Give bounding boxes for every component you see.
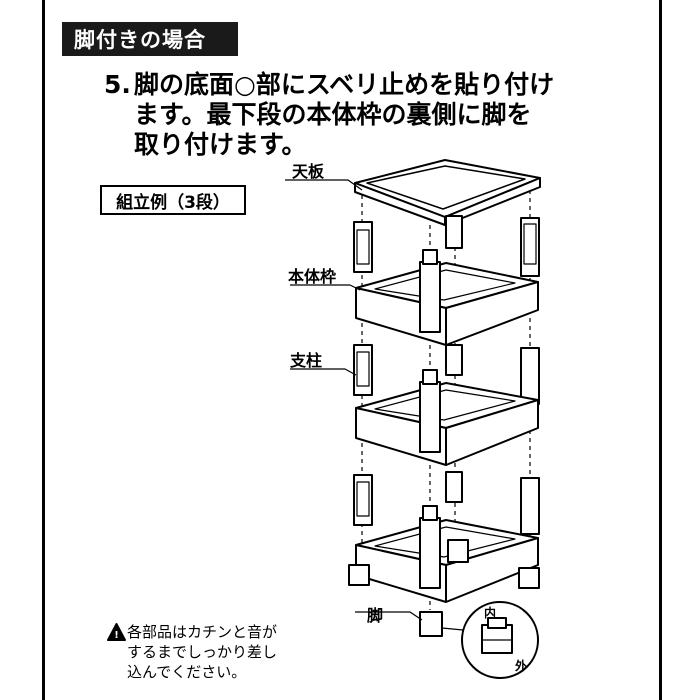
right-border: [659, 0, 662, 700]
label-leg: 脚: [367, 606, 384, 625]
body-frame-1: [355, 249, 539, 346]
left-border: [42, 0, 45, 700]
legs: [348, 564, 540, 637]
pillars-row-2: [353, 344, 540, 405]
top-plate-drawing: [354, 159, 541, 226]
instruction-line-3: 取り付けます。: [134, 130, 307, 159]
instruction-text: 5.脚の底面○部にスベリ止めを貼り付け ます。最下段の本体枠の裏側に脚を 取り付…: [104, 70, 624, 160]
warning-triangle-icon: [107, 623, 126, 641]
label-top-plate: 天板: [292, 162, 325, 181]
note-line-1: 各部品はカチンと音が: [127, 623, 278, 641]
caution-note: 各部品はカチンと音が するまでしっかり差し 込んでください。: [105, 622, 277, 682]
body-frame-2: [355, 369, 539, 466]
section-title: 脚付きの場合: [74, 28, 206, 52]
body-frame-3: [355, 505, 539, 603]
instruction-line-2: ます。最下段の本体枠の裏側に脚を: [134, 100, 532, 129]
svg-text:!: !: [114, 630, 119, 641]
note-line-2: するまでしっかり差し: [127, 643, 278, 661]
leg-detail-zoom: [441, 601, 539, 679]
pillars-row-1: [353, 215, 540, 277]
assembly-example-label: 組立例（3段）: [100, 185, 246, 215]
pillars-row-3: [353, 471, 540, 535]
leader-lines: [285, 179, 423, 621]
instruction-line-1: 5.脚の底面○部にスベリ止めを貼り付け: [104, 70, 624, 100]
section-header: 脚付きの場合: [62, 22, 238, 56]
label-inside: 内: [484, 606, 497, 620]
label-pillar: 支柱: [290, 351, 323, 370]
note-line-3: 込んでください。: [127, 663, 247, 681]
step-number: 5.: [104, 70, 131, 99]
label-outside: 外: [515, 659, 528, 673]
label-body-frame: 本体枠: [288, 267, 337, 286]
instruction-line-1-text: 脚の底面○部にスベリ止めを貼り付け: [134, 70, 555, 99]
